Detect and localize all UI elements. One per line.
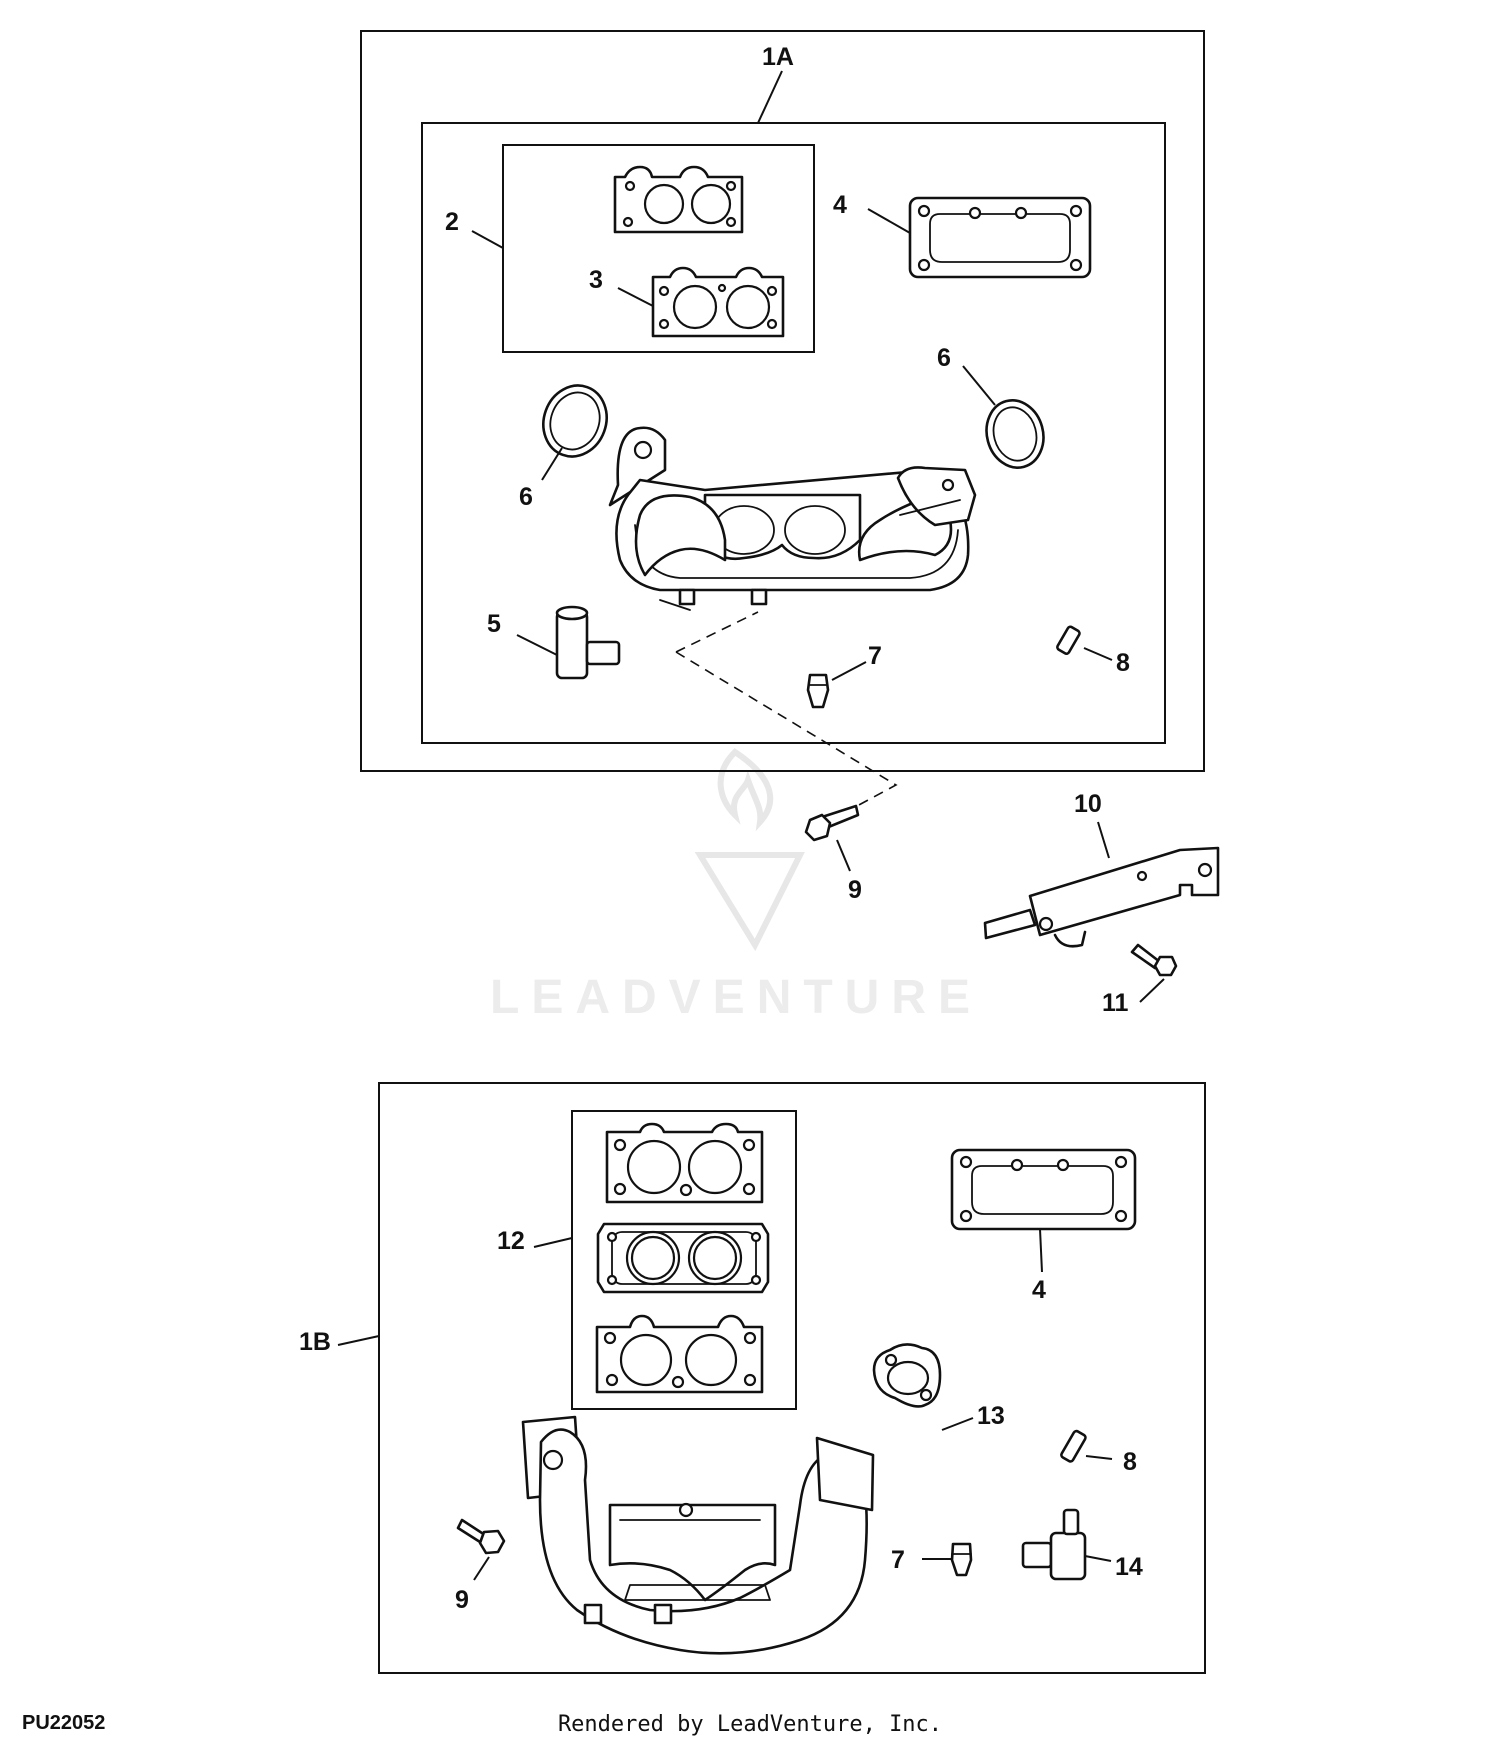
plug-7-icon — [806, 661, 867, 709]
gasket-kit-box-12 — [533, 1110, 797, 1410]
dashed-leader-9 — [675, 611, 898, 807]
callout-6-right: 6 — [937, 344, 951, 372]
callout-13: 13 — [977, 1402, 1005, 1430]
tee-fitting-14-icon — [1021, 1508, 1112, 1581]
callout-7-1b: 7 — [891, 1546, 905, 1574]
callout-4-1b: 4 — [1032, 1276, 1046, 1304]
callout-6-left: 6 — [519, 483, 533, 511]
bolt-9b-icon — [456, 1518, 506, 1581]
exhaust-manifold-1a-icon — [608, 426, 977, 611]
watermark-logo — [694, 748, 805, 952]
gasket-3-icon — [617, 266, 785, 338]
callout-5: 5 — [487, 610, 501, 638]
bolt-9-icon — [804, 804, 860, 872]
gasket-kit-box — [471, 144, 815, 353]
callout-4-1a: 4 — [833, 191, 847, 219]
callout-3: 3 — [589, 266, 603, 294]
callout-9-1b: 9 — [455, 1586, 469, 1614]
drawing-id: PU22052 — [22, 1712, 106, 1734]
plug-7b-icon — [922, 1542, 973, 1577]
gasket-4-icon — [867, 196, 1092, 279]
gasket-icon — [613, 165, 744, 234]
dowel-pin-8-icon — [1056, 625, 1113, 661]
gasket-12a-icon — [605, 1122, 764, 1204]
callout-1b: 1B — [299, 1328, 331, 1356]
exhaust-manifold-1b-icon — [521, 1415, 875, 1655]
gasket-12b-icon — [596, 1222, 770, 1294]
callout-8-1a: 8 — [1116, 649, 1130, 677]
callout-12: 12 — [497, 1227, 525, 1255]
callout-1a: 1A — [762, 43, 794, 71]
callout-8-1b: 8 — [1123, 1448, 1137, 1476]
watermark-text: LEADVENTURE — [490, 971, 983, 1024]
bracket-10-icon — [983, 821, 1220, 948]
assembly-1a-frame — [360, 30, 1205, 772]
assembly-1b-frame — [337, 1082, 1206, 1674]
o-ring-left-icon — [541, 384, 608, 481]
callout-9-center: 9 — [848, 876, 862, 904]
callout-14: 14 — [1115, 1553, 1143, 1581]
render-credit: Rendered by LeadVenture, Inc. — [557, 1712, 943, 1737]
callout-labels: 1A 2 3 4 6 6 5 7 8 9 10 11 1B 12 4 13 8 … — [299, 43, 1143, 1614]
callout-11: 11 — [1102, 989, 1129, 1017]
gasket-13-icon — [872, 1343, 974, 1431]
gasket-12c-icon — [595, 1314, 764, 1394]
o-ring-right-icon — [962, 365, 1045, 469]
callout-7-1a: 7 — [868, 642, 882, 670]
callout-10: 10 — [1074, 790, 1102, 818]
elbow-fitting-5-icon — [516, 605, 621, 680]
dowel-pin-8b-icon — [1060, 1429, 1113, 1463]
gasket-4b-icon — [950, 1148, 1137, 1273]
callout-2: 2 — [445, 208, 459, 236]
bolt-11-icon — [1130, 943, 1178, 1003]
